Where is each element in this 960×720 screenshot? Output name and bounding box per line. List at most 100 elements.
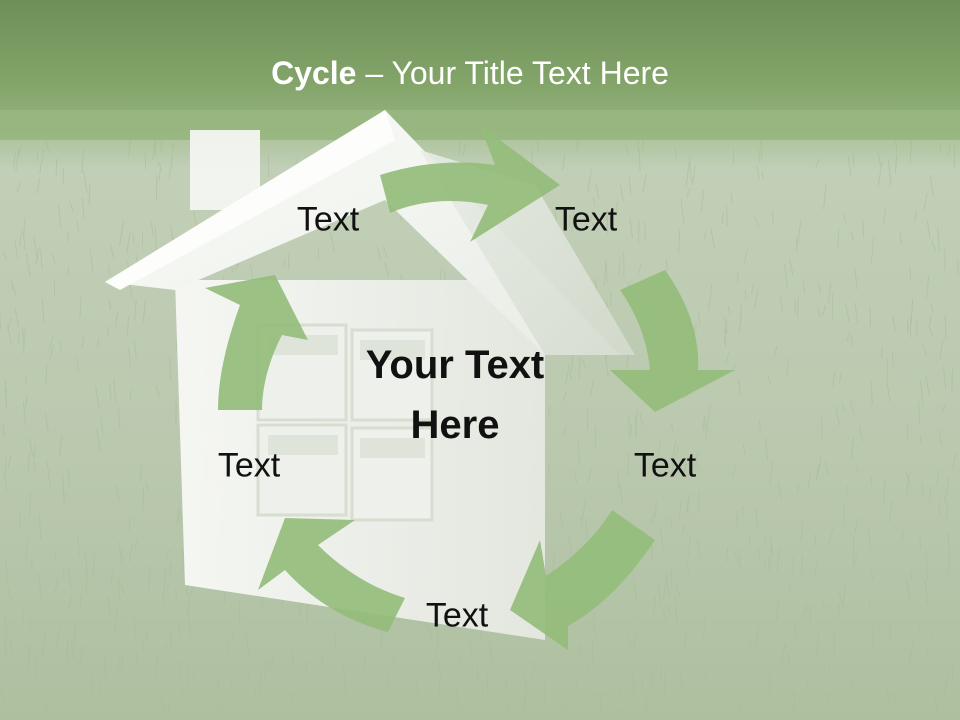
grass-blade (667, 605, 671, 616)
grass-blade (16, 181, 22, 192)
grass-blade (908, 651, 912, 665)
grass-blade (92, 554, 95, 579)
grass-blade (642, 173, 647, 194)
grass-blade (616, 470, 620, 489)
grass-blade (186, 663, 190, 687)
grass-blade (603, 263, 607, 286)
grass-blade (838, 373, 842, 384)
grass-blade (870, 568, 874, 580)
grass-blade (828, 281, 832, 303)
grass-blade (46, 461, 51, 486)
grass-blade (805, 601, 808, 613)
grass-blade (907, 319, 909, 333)
grass-blade (754, 216, 760, 229)
grass-blade (687, 534, 691, 557)
grass-blade (826, 692, 830, 704)
grass-blade (925, 554, 928, 581)
grass-blade (850, 333, 854, 347)
grass-blade (615, 200, 619, 212)
grass-blade (802, 280, 806, 294)
grass-blade (685, 560, 690, 574)
grass-blade (51, 253, 56, 265)
grass-blade (925, 374, 930, 395)
grass-blade (618, 257, 621, 276)
grass-blade (107, 298, 112, 311)
grass-blade (165, 582, 170, 594)
grass-blade (180, 686, 185, 700)
grass-blade (33, 236, 38, 260)
grass-blade (854, 518, 858, 534)
grass-blade (854, 269, 858, 290)
grass-blade (79, 593, 82, 608)
grass-blade (178, 507, 183, 520)
cycle-label-top-right: Text (554, 200, 618, 239)
grass-blade (921, 483, 924, 498)
grass-blade (67, 568, 72, 589)
grass-blade (5, 557, 8, 583)
grass-blade (2, 634, 7, 657)
grass-blade (577, 442, 580, 463)
grass-blade (548, 405, 550, 415)
grass-blade (2, 423, 6, 438)
grass-blade (880, 347, 883, 359)
grass-blade (779, 294, 783, 312)
grass-blade (870, 381, 873, 405)
grass-blade (678, 502, 682, 520)
grass-blade (931, 240, 937, 252)
grass-blade (938, 430, 942, 446)
grass-blade (142, 486, 145, 511)
grass-blade (134, 299, 137, 320)
grass-blade (439, 268, 442, 282)
grass-blade (680, 198, 685, 225)
grass-blade (6, 323, 12, 345)
grass-blade (76, 357, 79, 373)
grass-blade (81, 197, 85, 220)
cycle-arrow-bottom-right (510, 510, 655, 650)
grass-blade (605, 260, 608, 283)
grass-blade (755, 627, 760, 644)
cycle-label-top-left: Text (296, 200, 360, 239)
grass-blade (854, 302, 859, 325)
grass-blade (837, 604, 841, 620)
grass-blade (380, 627, 383, 649)
grass-blade (59, 435, 63, 457)
grass-blade (128, 518, 131, 531)
grass-blade (683, 463, 687, 473)
grass-blade (567, 534, 573, 554)
grass-blade (95, 386, 100, 409)
grass-blade (188, 616, 192, 638)
grass-blade (132, 233, 135, 244)
grass-blade (25, 538, 29, 558)
grass-blade (888, 500, 894, 523)
center-text-line1: Your Text (365, 343, 545, 387)
grass-blade (663, 669, 666, 695)
grass-blade (846, 331, 851, 342)
grass-blade (22, 401, 27, 425)
grass-blade (657, 580, 661, 604)
grass-blade (565, 370, 569, 385)
grass-blade (670, 458, 675, 478)
grass-blade (675, 586, 681, 596)
grass-blade (217, 674, 219, 689)
grass-blade (674, 597, 678, 623)
grass-blade (112, 377, 117, 404)
grass-blade (0, 308, 2, 330)
grass-blade (645, 696, 648, 715)
grass-blade (580, 516, 583, 527)
grass-blade (656, 439, 662, 464)
grass-blade (708, 284, 713, 311)
grass-blade (119, 654, 125, 676)
center-text: Your Text Here (325, 335, 585, 455)
grass-blade (226, 637, 230, 655)
grass-blade (382, 246, 388, 258)
grass-blade (100, 417, 104, 434)
grass-blade (913, 211, 917, 223)
grass-blade (823, 184, 827, 210)
grass-blade (247, 674, 252, 686)
grass-blade (604, 211, 610, 222)
grass-blade (891, 315, 897, 331)
grass-blade (944, 314, 947, 340)
grass-blade (852, 554, 858, 571)
grass-blade (732, 362, 737, 372)
grass-blade (700, 189, 705, 212)
